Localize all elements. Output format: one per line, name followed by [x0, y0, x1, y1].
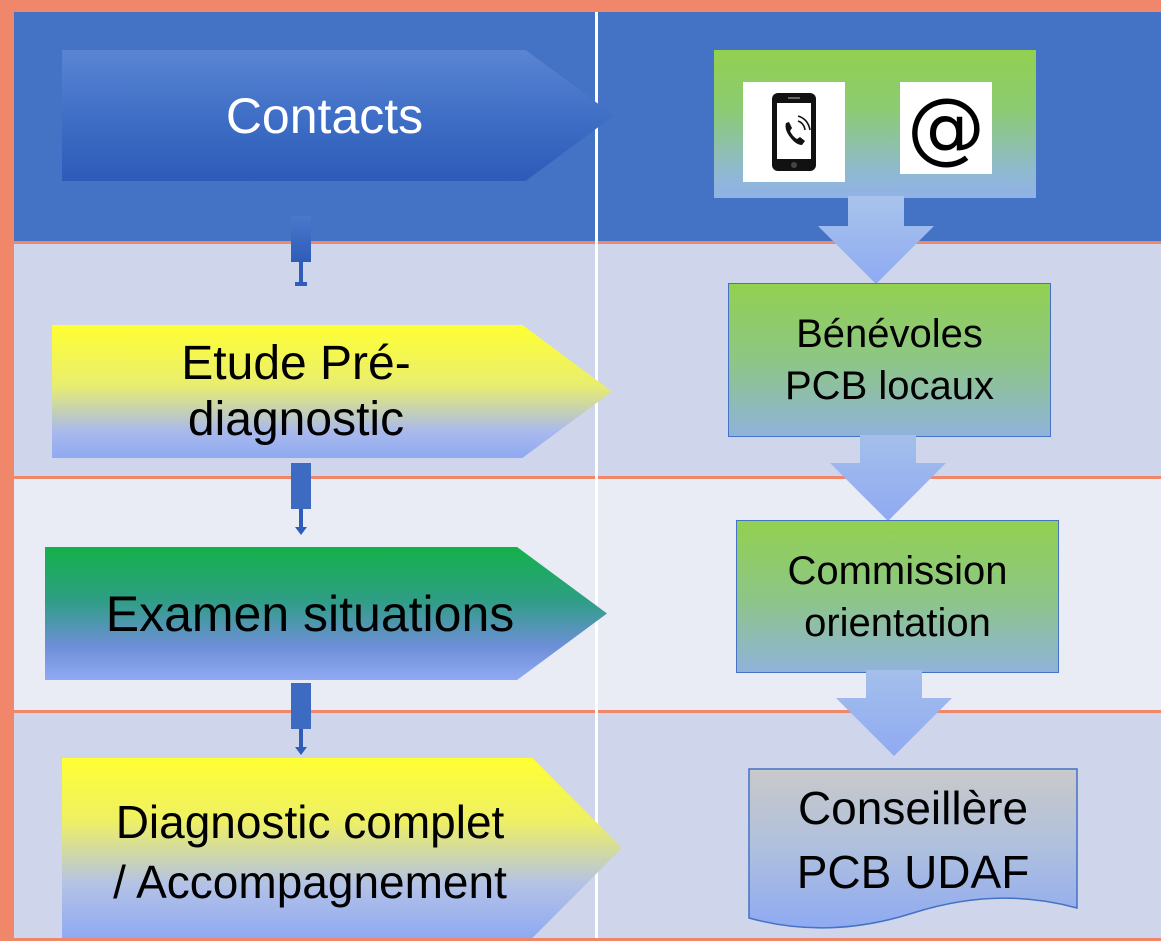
connector-arrow-3 — [288, 683, 314, 755]
box-conseillere-text: Conseillère PCB UDAF — [748, 774, 1078, 906]
box-benevoles: Bénévoles PCB locaux — [728, 283, 1051, 437]
step-examen-arrow — [45, 547, 607, 680]
step-etude-arrow — [52, 325, 612, 458]
step-contacts-arrow — [62, 50, 614, 181]
box-commission-line1: Commission — [787, 548, 1008, 593]
step-etude-line1: Etude Pré- — [181, 336, 411, 390]
at-sign-glyph: @ — [907, 83, 985, 173]
step-etude-label: Etude Pré- diagnostic — [52, 325, 540, 458]
step-contacts-label: Contacts — [225, 87, 424, 144]
step-etude-line2: diagnostic — [187, 392, 405, 446]
connector-arrow-1 — [288, 216, 314, 288]
column-divider — [595, 12, 598, 938]
step-diagnostic-line1: Diagnostic complet — [115, 796, 505, 849]
box-commission: Commission orientation — [736, 520, 1059, 673]
box-benevoles-line1: Bénévoles — [796, 312, 983, 356]
connector-arrow-2 — [288, 463, 314, 535]
down-arrow-3 — [836, 670, 952, 756]
down-arrow-2 — [830, 435, 946, 521]
box-benevoles-line2: PCB locaux — [785, 364, 994, 408]
step-diagnostic-line2: / Accompagnement — [113, 856, 507, 908]
phone-icon — [743, 82, 845, 182]
down-arrow-1 — [818, 196, 934, 284]
box-conseillere-line1: Conseillère — [797, 781, 1029, 834]
step-diagnostic-arrow — [62, 758, 622, 938]
step-diagnostic-label: Diagnostic complet / Accompagnement — [70, 778, 550, 928]
box-commission-line2: orientation — [804, 600, 991, 645]
step-examen-label: Examen situations — [105, 585, 515, 642]
box-conseillere-line2: PCB UDAF — [796, 846, 1030, 898]
at-sign-icon: @ — [900, 82, 992, 174]
box-conseillere: Conseillère PCB UDAF — [748, 768, 1078, 936]
